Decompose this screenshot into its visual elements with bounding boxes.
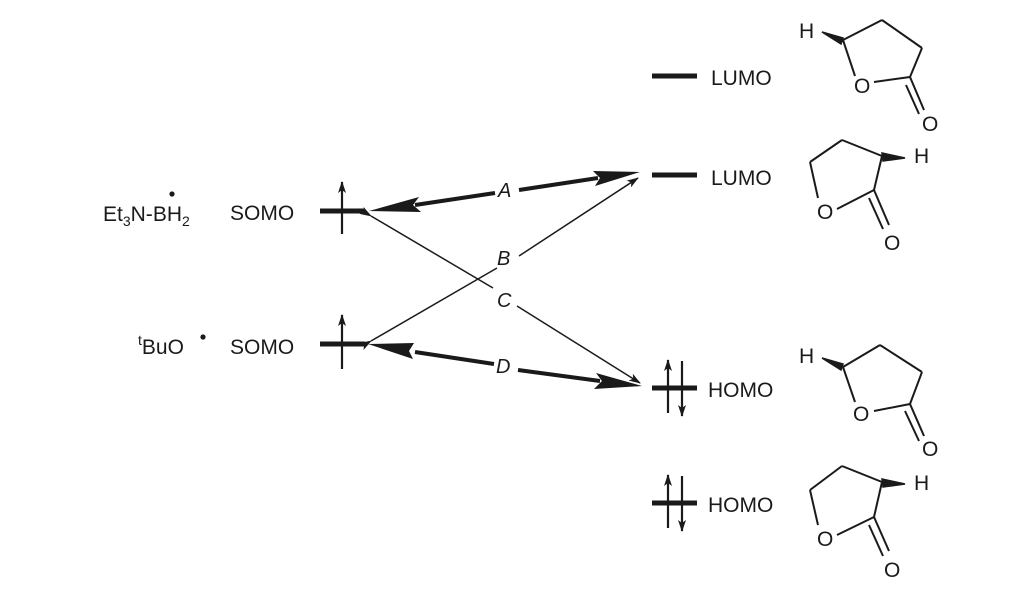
label-c: C [497,290,512,312]
lumo-label-1: LUMO [711,67,772,90]
atom-h: H [914,145,929,168]
interaction-arrow-d [368,343,642,389]
radical-dot [169,191,175,197]
label-a: A [497,180,511,202]
homo-label-1: HOMO [708,379,773,402]
label-d: D [496,356,510,378]
interaction-arrow-a [369,171,640,212]
somo-label-boron: SOMO [230,202,294,225]
atom-o-ring: O [817,528,833,551]
somo-level-oxygen [320,314,365,369]
homo-label-2: HOMO [708,494,773,517]
tbuo-label: tBuO [138,332,206,359]
lumo-label-2: LUMO [711,167,772,190]
radical-dot [200,334,206,340]
atom-o-ring: O [854,75,870,98]
atom-h: H [799,345,814,368]
label-b: B [497,248,510,270]
lactone-structure-homo-1 [821,344,925,442]
somo-level-boron [320,181,365,234]
atom-o-ring: O [817,201,833,224]
homo-level-1 [652,359,697,417]
interaction-arrow-b [359,177,639,350]
atom-o-carbonyl: O [922,113,938,136]
atom-o-ring: O [853,403,869,426]
atom-o-carbonyl: O [884,232,900,255]
lactone-structure-lumo-1 [821,19,925,115]
atom-o-carbonyl: O [884,559,900,582]
et3n-bh2-label: Et3N-BH2 [103,191,190,229]
somo-label-oxygen: SOMO [230,336,294,359]
atom-o-carbonyl: O [922,438,938,461]
lactone-structure-lumo-2 [809,139,906,230]
homo-level-2 [652,474,697,532]
lactone-structure-homo-2 [809,465,906,557]
atom-h: H [914,472,929,495]
svg-text:Et3N-BH2: Et3N-BH2 [103,203,190,229]
svg-text:tBuO: tBuO [138,332,184,359]
atom-h: H [799,20,814,43]
interaction-arrow-c [359,206,641,384]
